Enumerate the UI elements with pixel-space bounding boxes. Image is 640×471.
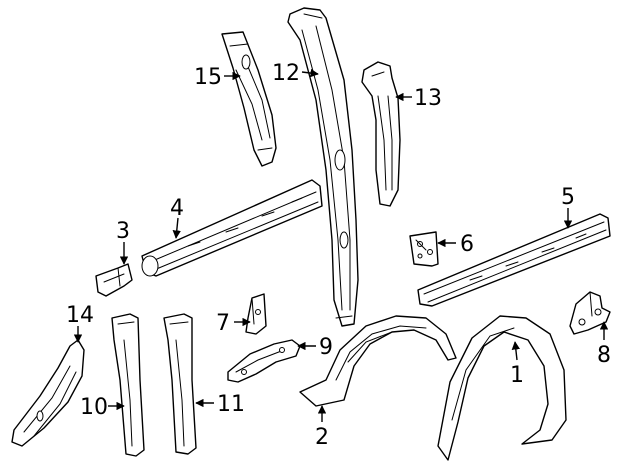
part-13-rear-pillar [361,61,401,207]
part-14-lower-pillar [11,339,85,447]
part-10-hinge-pillar [111,313,145,457]
part-4-rocker-panel [141,179,323,277]
callout-7: 7 [216,311,230,336]
callout-15: 15 [194,65,222,90]
part-3-bracket [95,263,133,297]
callout-2: 2 [315,425,329,450]
callout-5: 5 [561,185,575,210]
part-6-plate [409,231,439,267]
part-2-wheelhouse [299,315,457,407]
callout-1: 1 [510,363,524,388]
part-5-rocker-panel [417,213,611,307]
callout-11: 11 [217,392,245,417]
callout-13: 13 [414,86,442,111]
part-1-wheelhouse [437,315,567,461]
part-9-reinforcement [227,339,301,383]
leader-12 [301,68,319,78]
part-11-inner-pillar [163,313,197,455]
callout-3: 3 [116,219,130,244]
callout-10: 10 [80,395,108,420]
part-12-center-pillar [287,7,359,327]
callout-4: 4 [170,196,184,221]
callout-6: 6 [460,232,474,257]
part-7-bracket [245,293,267,335]
callout-9: 9 [319,335,333,360]
part-15-upper-pillar [221,31,277,167]
callout-14: 14 [66,303,94,328]
leader-1 [511,341,521,361]
callout-12: 12 [272,61,300,86]
leader-4 [172,217,181,239]
callout-8: 8 [597,343,611,368]
